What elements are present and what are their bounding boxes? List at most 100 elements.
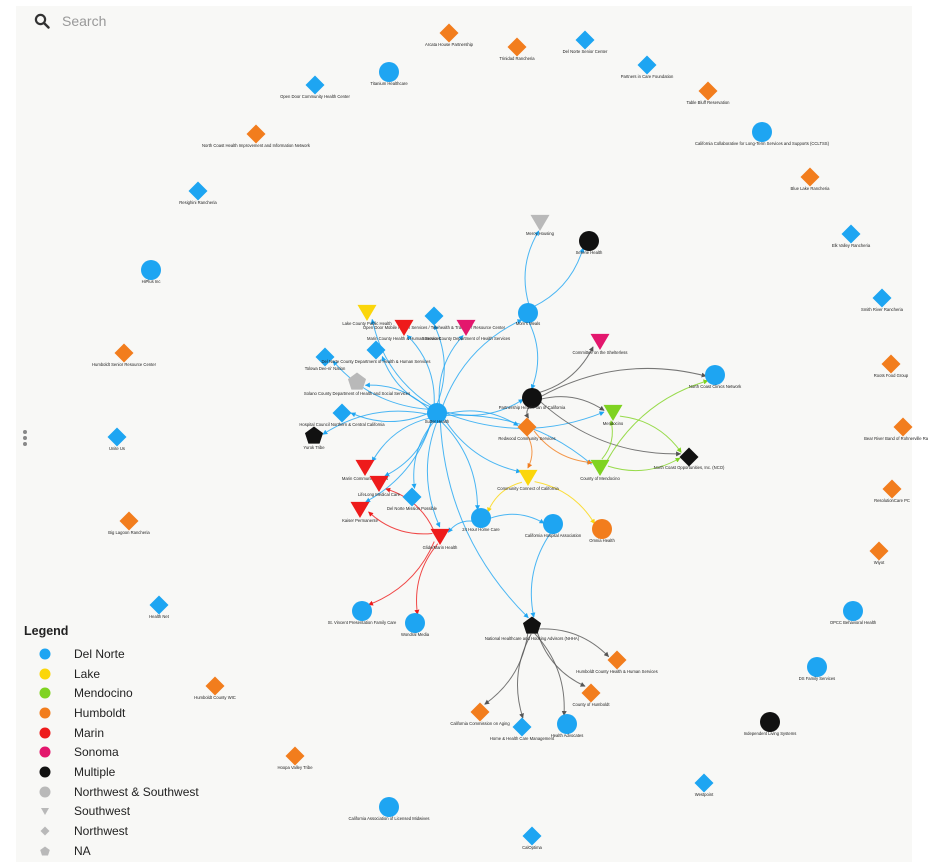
diamond-node-marker[interactable] bbox=[315, 347, 335, 367]
node-solano[interactable]: Solano County Department of Health and S… bbox=[304, 372, 410, 397]
node-hcwic[interactable]: Humboldt County WIC bbox=[194, 676, 236, 701]
diamond-node-marker[interactable] bbox=[522, 826, 542, 846]
node-ohc[interactable]: 24 Hour Home Care bbox=[462, 508, 500, 532]
node-hcdhhs[interactable]: Humboldt County Health & Human Services bbox=[576, 650, 658, 675]
diamond-node-marker[interactable] bbox=[512, 717, 532, 737]
diamond-node-marker[interactable] bbox=[470, 702, 490, 722]
node-dnmission[interactable]: Del Norte Mission Possible bbox=[387, 487, 438, 512]
node-healthnet[interactable]: Health Net bbox=[149, 595, 170, 620]
node-unitedus[interactable]: Unite Us bbox=[107, 427, 127, 452]
node-openddoor[interactable]: Open Door Community Health Center bbox=[280, 75, 351, 100]
node-stvincent[interactable]: St. Vincent Presentation Family Care bbox=[328, 601, 397, 625]
diamond-node-marker[interactable] bbox=[285, 746, 305, 766]
node-homehealth[interactable]: Home & Health Care Management bbox=[490, 717, 555, 742]
diamond-node-marker[interactable] bbox=[800, 167, 820, 187]
node-sutter[interactable]: Sutter Health bbox=[425, 403, 450, 424]
panel-resize-handle[interactable] bbox=[23, 430, 29, 448]
triangle-node-marker[interactable] bbox=[590, 459, 610, 477]
triangle-node-marker[interactable] bbox=[355, 459, 375, 477]
node-dsfamily[interactable]: DS Family Services bbox=[799, 657, 836, 681]
node-mmh[interactable]: Mom's Meals bbox=[516, 303, 541, 326]
node-kaiser[interactable]: Kaiser Permanente bbox=[342, 501, 379, 523]
node-hospitalcouncil[interactable]: Hospital Council Northern & Central Cali… bbox=[299, 403, 385, 428]
diamond-node-marker[interactable] bbox=[205, 676, 225, 696]
node-hsrc[interactable]: Humboldt Senior Resource Center bbox=[92, 343, 157, 368]
circle-node-marker[interactable] bbox=[518, 303, 538, 323]
diamond-node-marker[interactable] bbox=[517, 417, 537, 437]
diamond-node-marker[interactable] bbox=[402, 487, 422, 507]
node-arcata[interactable]: Arcata House Partnership bbox=[425, 23, 474, 48]
node-wiyot[interactable]: Wiyot bbox=[869, 541, 889, 566]
node-omnia[interactable]: Omnia Health bbox=[589, 519, 615, 543]
node-ccaging[interactable]: California Commission on Aging bbox=[450, 702, 510, 727]
node-mendocino[interactable]: Mendocino bbox=[603, 404, 624, 426]
node-calhospital[interactable]: California Hospital Association bbox=[525, 514, 582, 538]
node-yurok[interactable]: Yurok Tribe bbox=[303, 426, 325, 451]
diamond-node-marker[interactable] bbox=[107, 427, 127, 447]
circle-node-marker[interactable] bbox=[471, 508, 491, 528]
node-marinmarin[interactable]: Marin County Health & Human Services bbox=[367, 319, 441, 341]
triangle-node-marker[interactable] bbox=[430, 528, 450, 546]
circle-node-marker[interactable] bbox=[405, 613, 425, 633]
diamond-node-marker[interactable] bbox=[893, 417, 913, 437]
search-bar[interactable] bbox=[34, 12, 264, 30]
node-caloptima[interactable]: CalOptima bbox=[522, 826, 543, 851]
node-bluelake[interactable]: Blue Lake Rancheria bbox=[791, 167, 831, 192]
circle-node-marker[interactable] bbox=[592, 519, 612, 539]
circle-node-marker[interactable] bbox=[557, 714, 577, 734]
node-titanium[interactable]: Titanium Healthcare bbox=[370, 62, 408, 86]
node-dnchhs[interactable]: Del Norte County Department of Health & … bbox=[322, 340, 431, 365]
diamond-node-marker[interactable] bbox=[575, 30, 595, 50]
node-bearriver[interactable]: Bear River Band of Rohnerville Rancheria bbox=[864, 417, 928, 442]
diamond-node-marker[interactable] bbox=[607, 650, 627, 670]
pentagon-node-marker[interactable] bbox=[304, 426, 324, 444]
node-resighini[interactable]: Resighini Rancheria bbox=[179, 181, 217, 206]
node-resolutioncare[interactable]: ResolutionCare PC bbox=[874, 479, 910, 504]
diamond-node-marker[interactable] bbox=[366, 340, 386, 360]
diamond-node-marker[interactable] bbox=[246, 124, 266, 144]
node-mercyhousing[interactable]: Mercy Housing bbox=[526, 214, 555, 236]
triangle-node-marker[interactable] bbox=[518, 469, 538, 487]
circle-node-marker[interactable] bbox=[427, 403, 447, 423]
circle-node-marker[interactable] bbox=[579, 231, 599, 251]
triangle-node-marker[interactable] bbox=[394, 319, 414, 337]
node-tablebluff[interactable]: Table Bluff Reservation bbox=[687, 81, 731, 106]
node-smithriver[interactable]: Smith River Rancheria bbox=[861, 288, 904, 313]
diamond-node-marker[interactable] bbox=[872, 288, 892, 308]
node-serenehealth[interactable]: Serene Health bbox=[576, 231, 603, 255]
node-countymendo[interactable]: County of Mendocino bbox=[580, 459, 620, 481]
triangle-node-marker[interactable] bbox=[530, 214, 550, 232]
node-commdisab[interactable]: Committee on the Shelterless bbox=[573, 333, 628, 355]
triangle-node-marker[interactable] bbox=[603, 404, 623, 422]
diamond-node-marker[interactable] bbox=[698, 81, 718, 101]
diamond-node-marker[interactable] bbox=[869, 541, 889, 561]
node-lakehealth[interactable]: Lake County Public Health bbox=[342, 304, 392, 326]
node-redwood[interactable]: Redwood Community Services bbox=[498, 417, 556, 442]
node-hiplus[interactable]: HiPlus Inc bbox=[141, 260, 161, 284]
circle-node-marker[interactable] bbox=[379, 797, 399, 817]
node-tolowa[interactable]: Tolowa Dee-ni' Nation bbox=[305, 347, 346, 372]
node-communityconn[interactable]: Community Connect of California bbox=[497, 469, 559, 491]
node-sonomacounty[interactable]: Sonoma County Department of Health Servi… bbox=[422, 319, 510, 341]
circle-node-marker[interactable] bbox=[843, 601, 863, 621]
diamond-node-marker[interactable] bbox=[424, 306, 444, 326]
diamond-node-marker[interactable] bbox=[679, 447, 699, 467]
node-rootsfood[interactable]: Roots Food Group bbox=[874, 354, 909, 379]
pentagon-node-marker[interactable] bbox=[522, 616, 542, 634]
node-openddoor2[interactable]: Open Door Mobile Health Services / Teleh… bbox=[363, 306, 506, 331]
node-trinidad[interactable]: Trinidad Rancheria bbox=[499, 37, 535, 62]
pentagon-node-marker[interactable] bbox=[347, 372, 367, 390]
diamond-node-marker[interactable] bbox=[305, 75, 325, 95]
triangle-node-marker[interactable] bbox=[369, 475, 389, 493]
circle-node-marker[interactable] bbox=[141, 260, 161, 280]
diamond-node-marker[interactable] bbox=[114, 343, 134, 363]
node-countyhumboldt[interactable]: County of Humboldt bbox=[572, 683, 610, 708]
circle-node-marker[interactable] bbox=[522, 388, 542, 408]
search-icon[interactable] bbox=[34, 13, 50, 29]
triangle-node-marker[interactable] bbox=[357, 304, 377, 322]
circle-node-marker[interactable] bbox=[379, 62, 399, 82]
node-wondermedia[interactable]: Wondral Media bbox=[401, 613, 430, 637]
diamond-node-marker[interactable] bbox=[439, 23, 459, 43]
node-ccltss[interactable]: California Collaborative for Long-Term S… bbox=[695, 122, 830, 146]
